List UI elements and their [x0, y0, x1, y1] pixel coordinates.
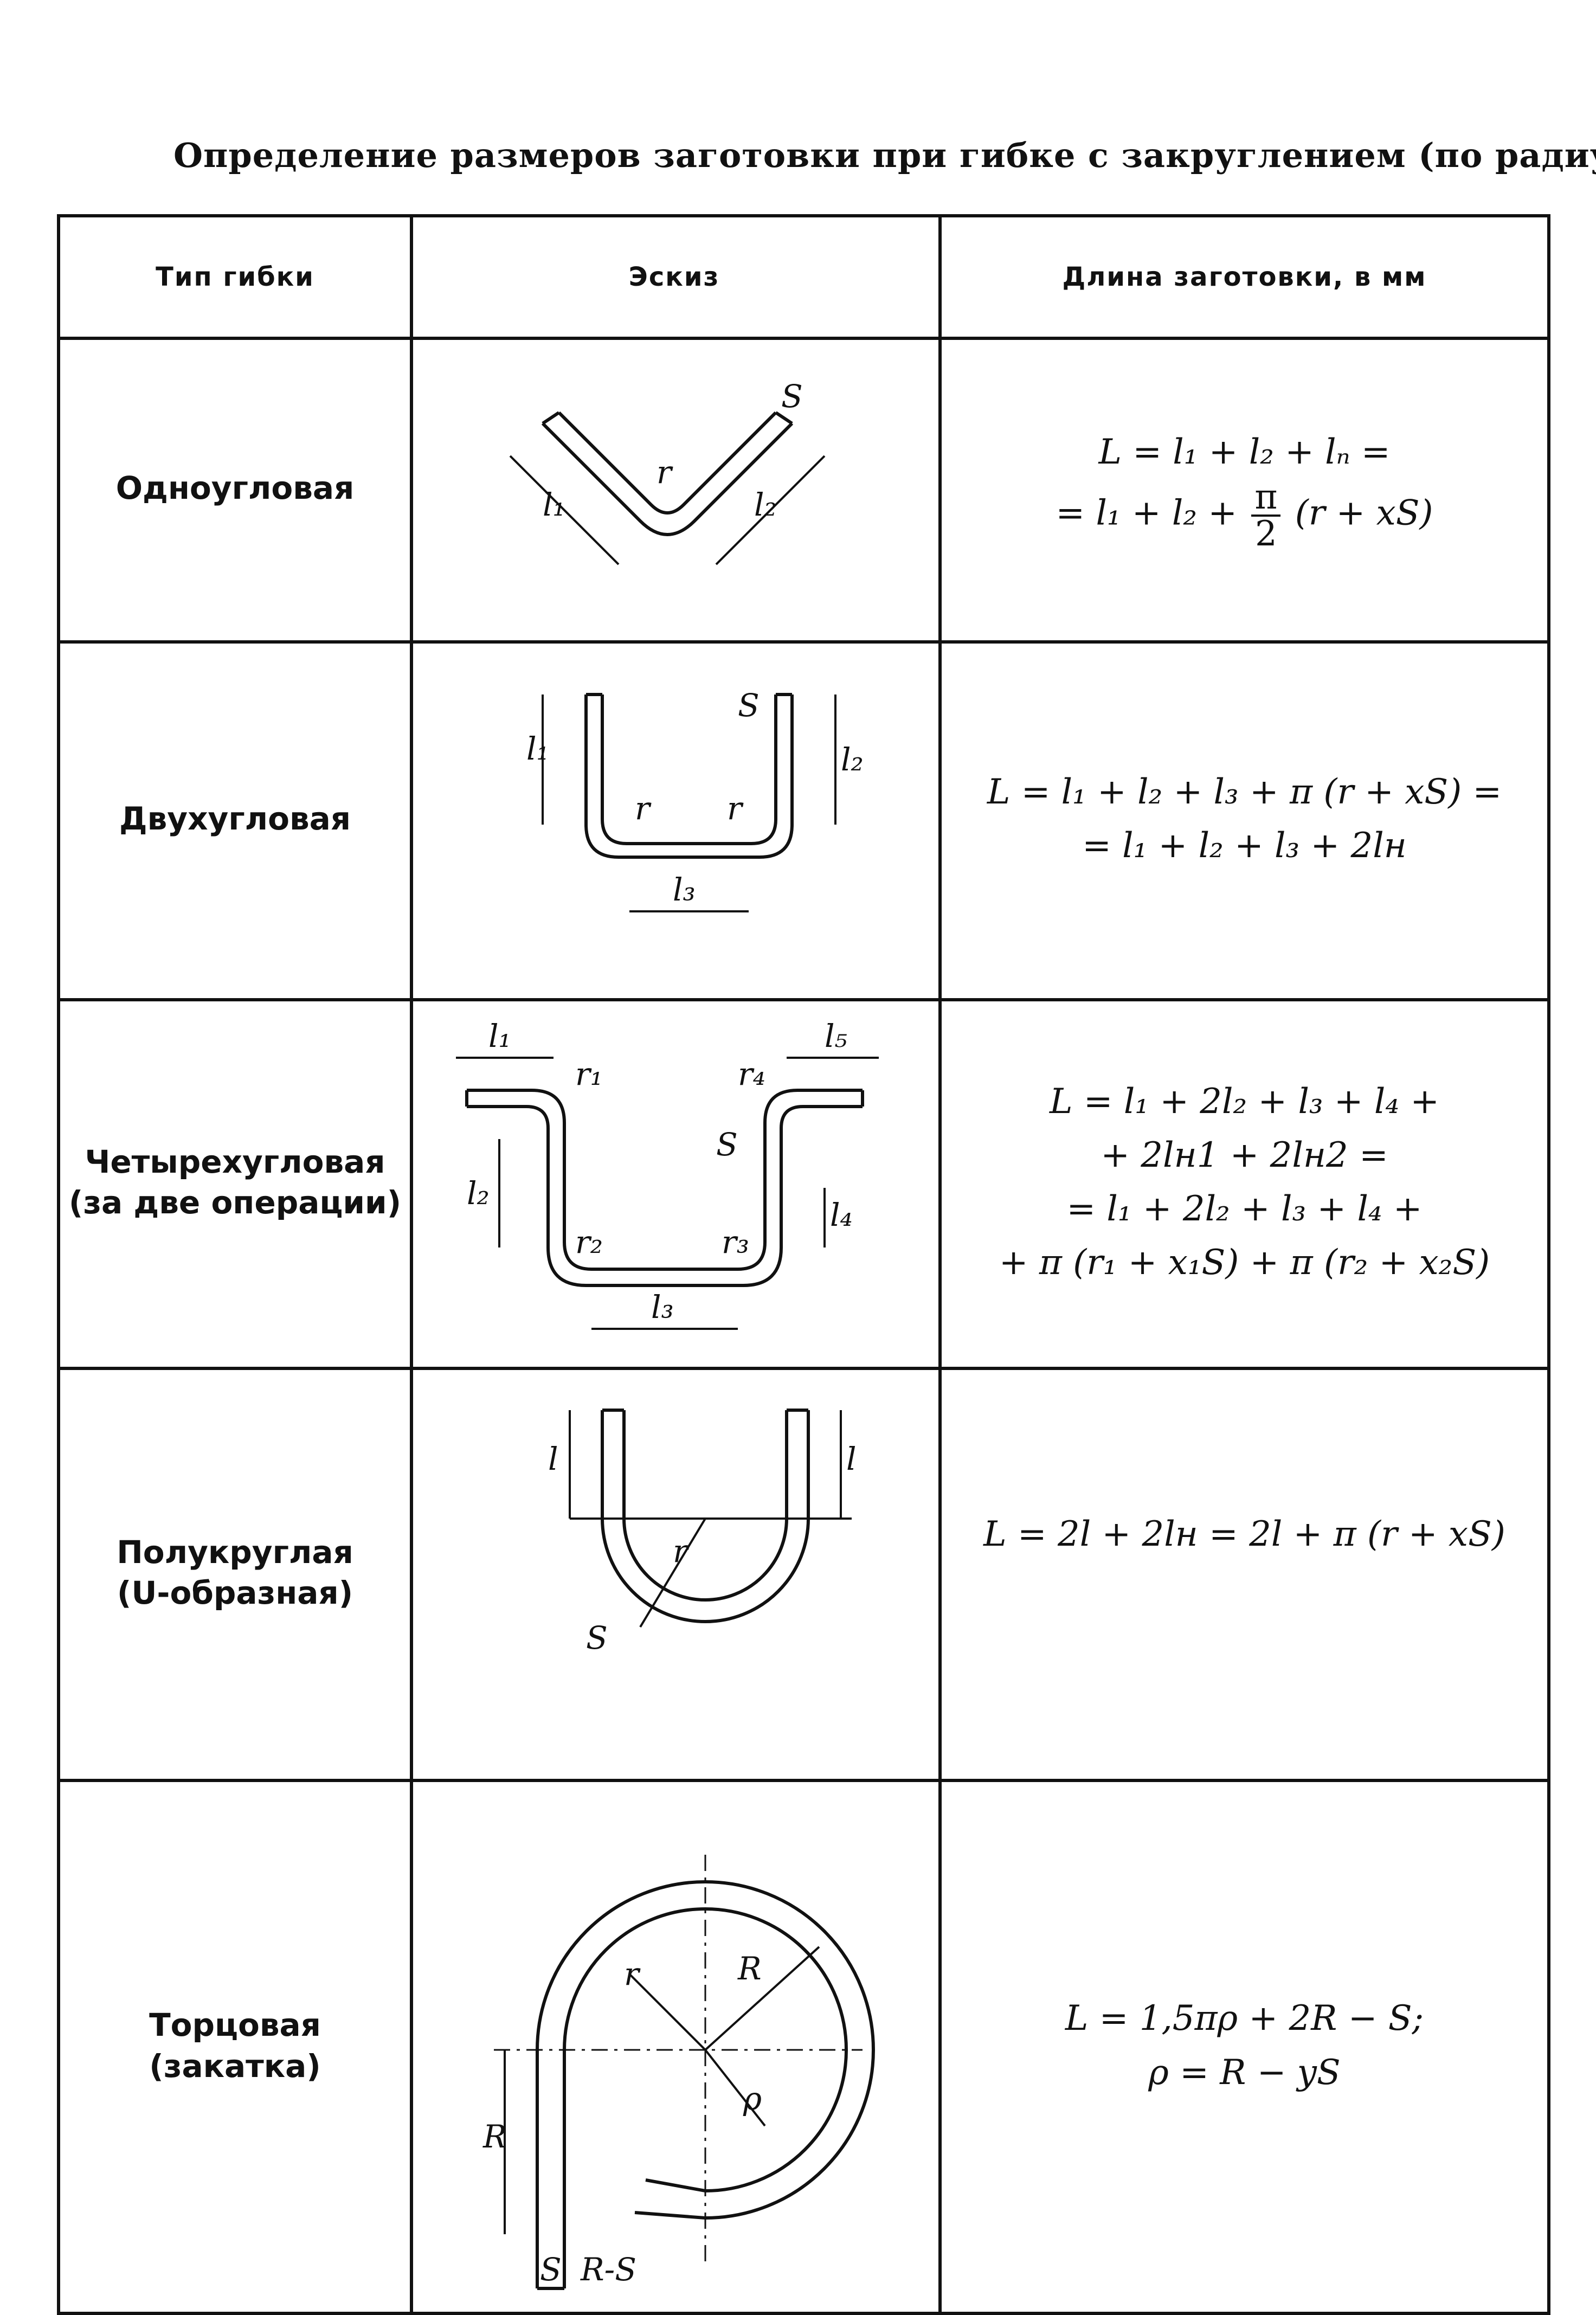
curl-drawing: r R ρ R S R-S: [482, 1855, 875, 2290]
label-r3: r₃: [722, 1224, 749, 1261]
row-divider: [60, 337, 1547, 340]
label-r4: r₄: [738, 1056, 765, 1092]
label-l1: l₁: [526, 730, 549, 767]
formula-line: L = 1,5πρ + 2R − S;: [1065, 1998, 1424, 2039]
sketch-double-angle: l₁ l₂ l₃ r r S: [510, 684, 890, 955]
label-l2: l₂: [754, 486, 777, 523]
page-title: Определение размеров заготовки при гибке…: [173, 136, 1596, 175]
label-s: S: [738, 687, 760, 724]
formula-line: + 2lн1 + 2lн2 =: [1101, 1135, 1388, 1175]
four-angle-drawing: l₁ l₅ r₁ r₄ S l₂ l₄ r₂ r₃ l₃: [456, 1018, 879, 1330]
row-divider: [60, 640, 1547, 644]
fraction-numerator: π: [1251, 480, 1281, 517]
label-s: S: [586, 1619, 608, 1656]
label-l2: l₂: [841, 741, 864, 778]
formula-line: L = l₁ + 2l₂ + l₃ + l₄ +: [1050, 1081, 1439, 1122]
label-l5: l₅: [825, 1018, 847, 1054]
type-line: Полукруглая: [117, 1533, 353, 1571]
label-l2: l₂: [467, 1175, 490, 1212]
row-divider: [60, 998, 1547, 1001]
header-type: Тип гибки: [156, 262, 314, 292]
formula-tail: (r + xS): [1295, 493, 1433, 533]
formula-line: = l₁ + l₂ +: [1056, 493, 1237, 533]
label-r: r: [727, 790, 744, 827]
double-angle-drawing: l₁ l₂ l₃ r r S: [526, 687, 864, 912]
type-cell: Торцовая (закатка): [60, 1779, 410, 2313]
single-angle-drawing: l₁ l₂ r S: [509, 378, 826, 565]
label-r1: r₁: [575, 1056, 603, 1092]
label-s: S: [716, 1126, 738, 1163]
type-cell: Двухугловая: [60, 640, 410, 998]
formula-line: L = l₁ + l₂ + l₃ + π (r + xS) =: [987, 771, 1502, 812]
type-cell: Полукруглая (U-образная): [60, 1367, 410, 1779]
label-l3: l₃: [673, 871, 696, 908]
formula-line: = l₁ + l₂ + l₃ + 2lн: [1082, 826, 1407, 866]
formula-cell: L = 1,5πρ + 2R − S; ρ = R − yS: [938, 1779, 1550, 2313]
label-l1: l₁: [543, 486, 565, 523]
label-l1: l₁: [488, 1018, 511, 1054]
bending-table: Тип гибки Эскиз Длина заготовки, в мм Од…: [57, 214, 1550, 2315]
type-line: Четырехугловая: [85, 1143, 385, 1180]
formula-cell: L = l₁ + l₂ + lₙ = = l₁ + l₂ + π 2 (r + …: [938, 337, 1550, 640]
formula-cell: L = 2l + 2lн = 2l + π (r + xS): [938, 1367, 1550, 1703]
label-l4: l₄: [830, 1197, 853, 1233]
column-divider: [938, 217, 942, 2312]
row-divider: [60, 1779, 1547, 1782]
fraction: π 2: [1251, 480, 1281, 554]
label-r-minus-s: R-S: [580, 2251, 636, 2288]
label-s: S: [781, 378, 803, 415]
sketch-semicircular: l l r S: [516, 1399, 895, 1757]
label-r2: r₂: [575, 1224, 603, 1261]
sketch-curl: r R ρ R S R-S: [472, 1822, 938, 2299]
label-r: r: [635, 790, 652, 827]
label-r: r: [624, 1956, 641, 1992]
formula-line: L = l₁ + l₂ + lₙ =: [1098, 432, 1391, 473]
type-line: (закатка): [149, 2047, 321, 2085]
fraction-denominator: 2: [1255, 513, 1277, 554]
header-sketch: Эскиз: [628, 262, 720, 292]
formula-line: L = 2l + 2lн = 2l + π (r + xS): [983, 1514, 1505, 1555]
label-r: r: [673, 1533, 690, 1570]
formula-cell: L = l₁ + 2l₂ + l₃ + l₄ + + 2lн1 + 2lн2 =…: [938, 998, 1550, 1367]
formula-line: = l₁ + 2l₂ + l₃ + l₄ +: [1066, 1189, 1423, 1229]
label-l3: l₃: [651, 1289, 674, 1326]
row-divider: [60, 1367, 1547, 1370]
type-line: (за две операции): [68, 1184, 402, 1221]
sketch-four-angle: l₁ l₅ r₁ r₄ S l₂ l₄ r₂ r₃ l₃: [434, 1014, 917, 1351]
semicircular-drawing: l l r S: [548, 1409, 857, 1656]
label-s: S: [540, 2251, 562, 2288]
type-line: Одноугловая: [115, 470, 355, 507]
type-cell: Одноугловая: [60, 337, 410, 640]
type-cell: Четырехугловая (за две операции): [60, 998, 410, 1367]
label-rho: ρ: [743, 2080, 762, 2117]
formula-line: ρ = R − yS: [1148, 2052, 1341, 2093]
label-R: R: [737, 1950, 762, 1987]
formula-cell: L = l₁ + l₂ + l₃ + π (r + xS) = = l₁ + l…: [938, 640, 1550, 998]
type-line: Двухугловая: [119, 800, 351, 838]
header-length: Длина заготовки, в мм: [1062, 262, 1427, 292]
type-line: (U-образная): [117, 1574, 353, 1611]
label-r: r: [657, 454, 673, 491]
column-divider: [410, 217, 413, 2312]
label-R: R: [482, 2118, 507, 2155]
formula-line: + π (r₁ + x₁S) + π (r₂ + x₂S): [999, 1243, 1490, 1283]
type-line: Торцовая: [149, 2007, 321, 2044]
label-l: l: [846, 1441, 857, 1477]
sketch-single-angle: l₁ l₂ r S: [478, 378, 900, 619]
label-l: l: [548, 1441, 558, 1477]
